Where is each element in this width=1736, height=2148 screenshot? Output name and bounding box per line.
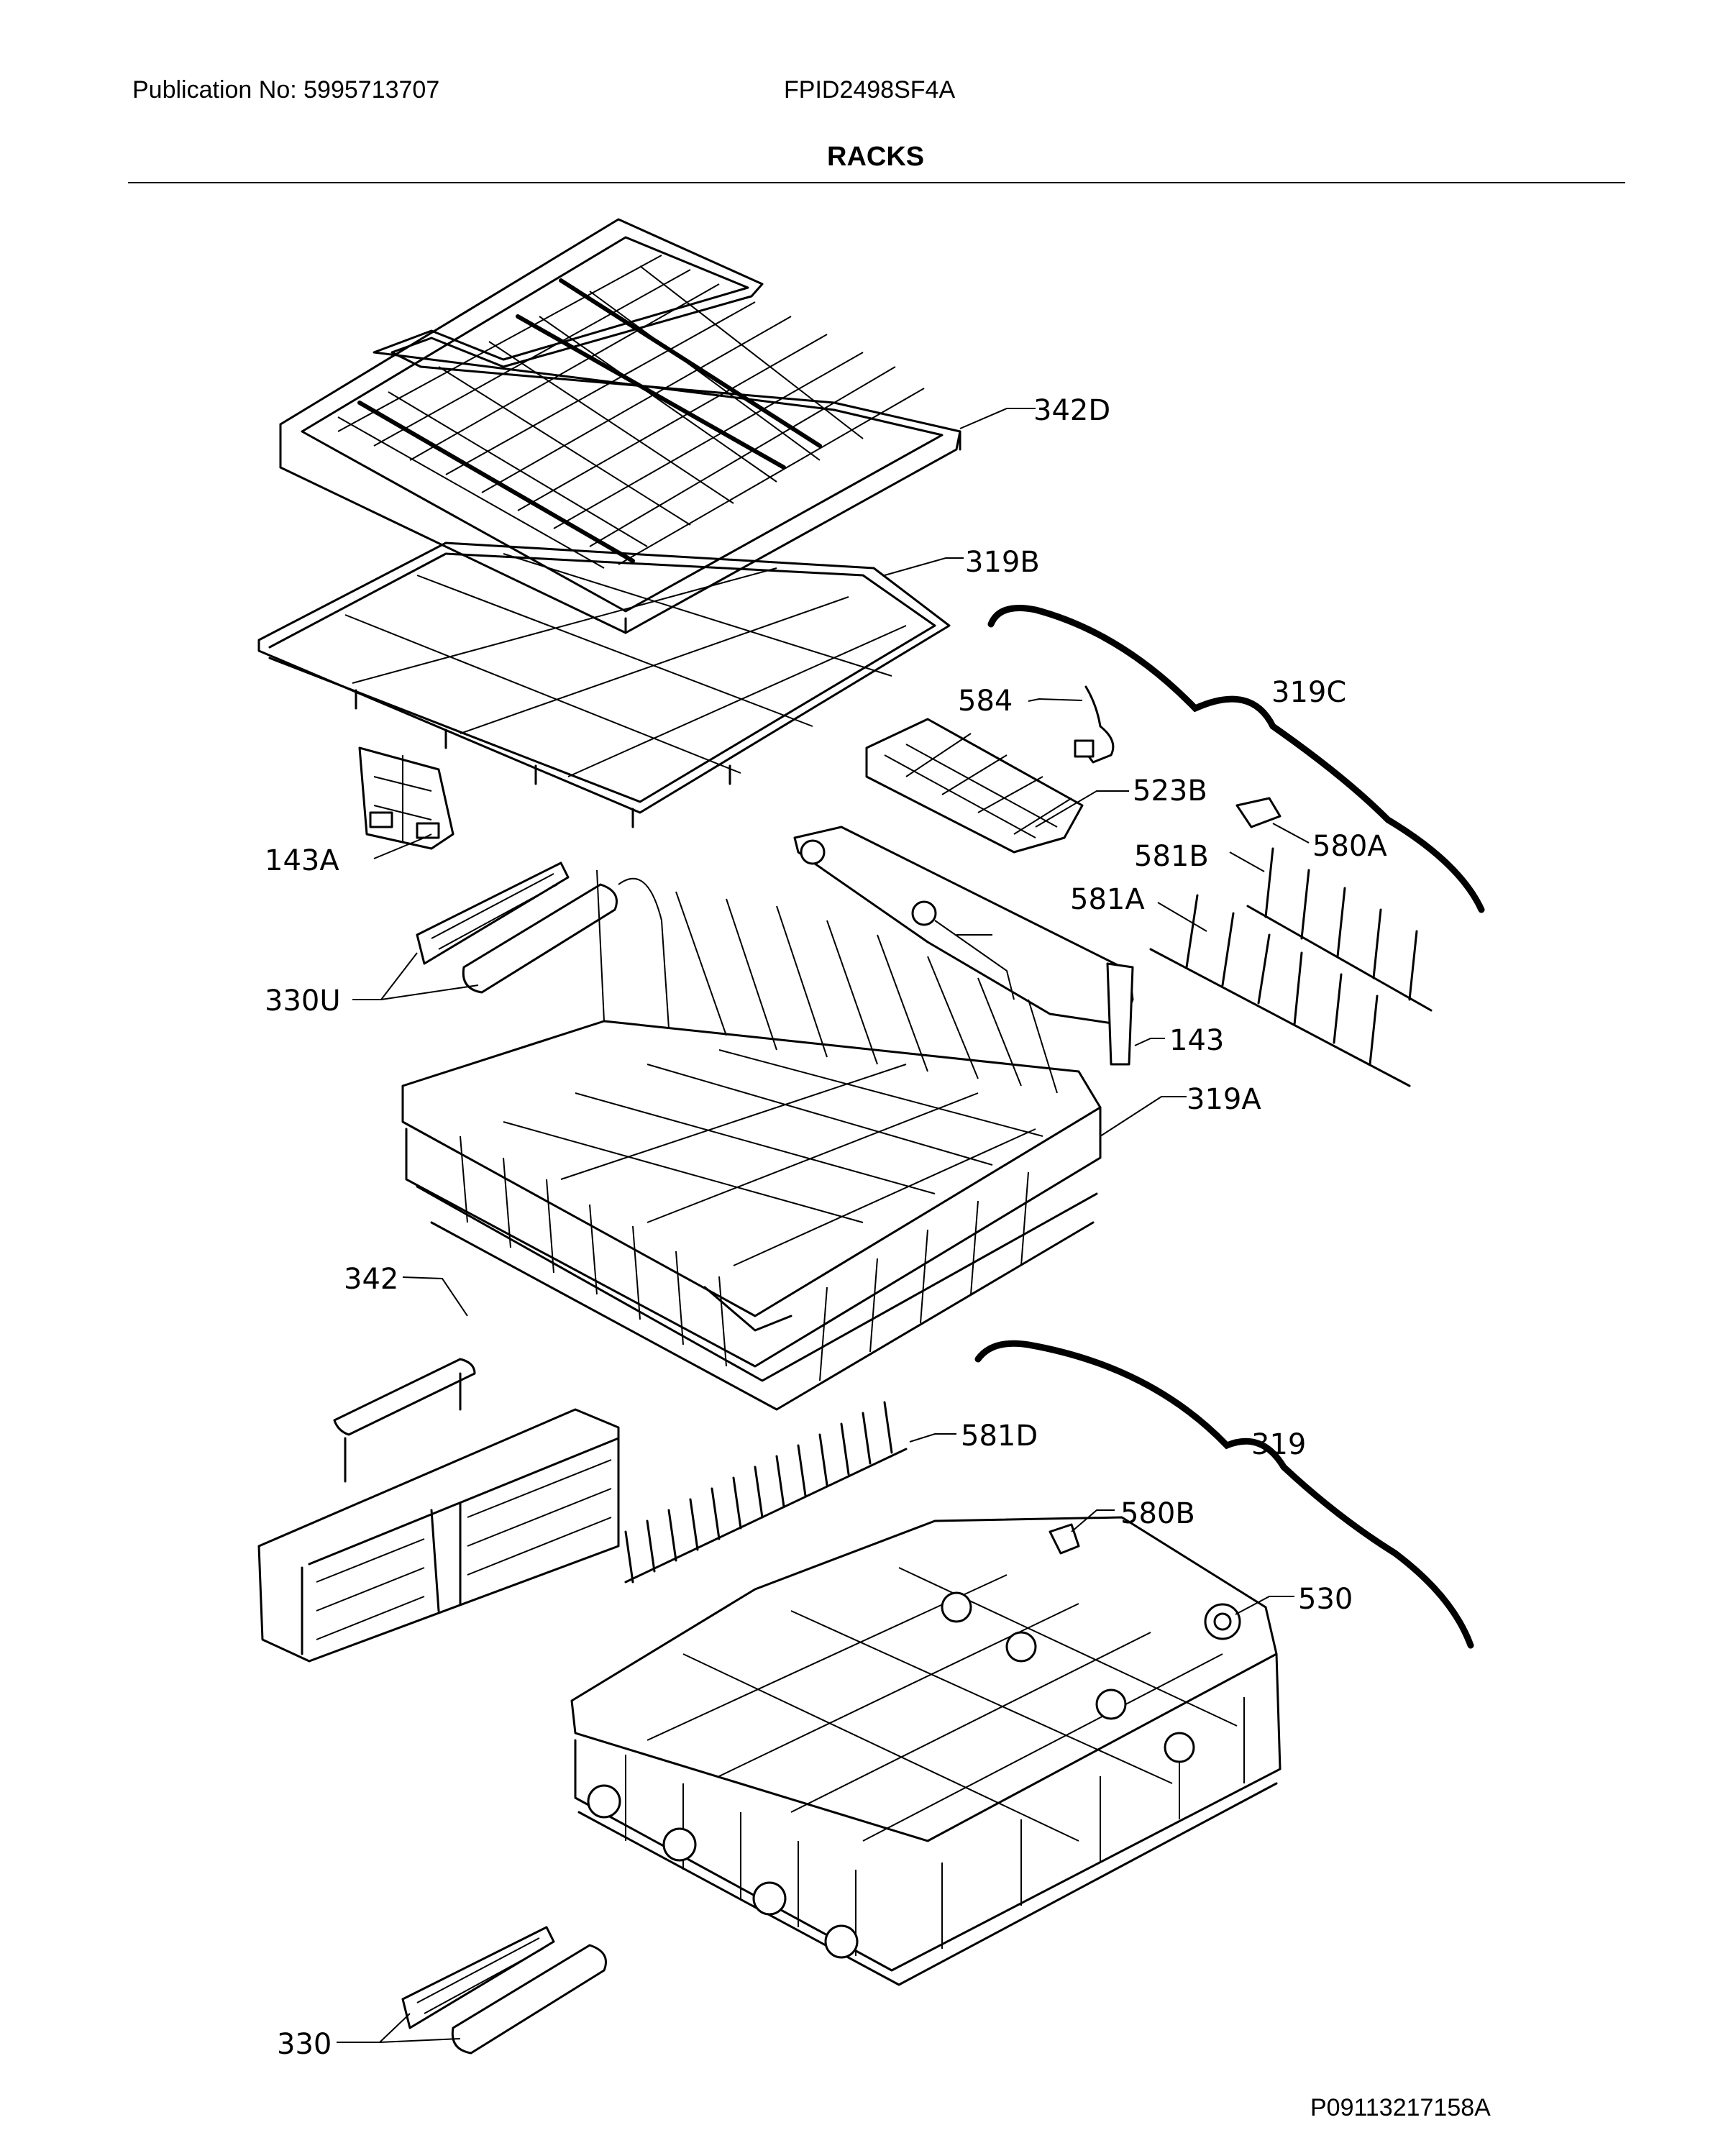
- callout-319C: 319C: [1271, 676, 1346, 709]
- model-number: FPID2498SF4A: [784, 76, 956, 104]
- assembly-brace-319: [974, 1340, 1474, 1649]
- callout-342D: 342D: [1033, 394, 1110, 427]
- third-rack-tray-part: [279, 218, 961, 634]
- page-title: RACKS: [827, 142, 925, 172]
- callout-319B: 319B: [965, 546, 1040, 579]
- leader-lines: [337, 408, 1310, 2043]
- callout-523B: 523B: [1133, 774, 1207, 808]
- lower-rack-handle-part: [401, 1926, 607, 2055]
- callout-330: 330: [277, 2028, 332, 2061]
- callout-143: 143: [1169, 1024, 1224, 1057]
- header-divider: [128, 182, 1625, 183]
- upper-rack-handle-part: [416, 862, 618, 994]
- silverware-basket-part: [257, 1358, 620, 1663]
- diagram-code: P09113217158A: [1310, 2094, 1491, 2121]
- callout-143A: 143A: [265, 844, 339, 877]
- upper-dish-basket-part: [401, 869, 1102, 1411]
- lower-rack-tines-part: [624, 1401, 908, 1583]
- callout-584: 584: [958, 685, 1013, 718]
- callout-580B: 580B: [1120, 1497, 1195, 1530]
- rack-bracket-part-143A: [358, 746, 454, 850]
- callout-581D: 581D: [961, 1420, 1038, 1453]
- rack-rail-bracket-part: [793, 826, 1134, 1066]
- callout-580A: 580A: [1312, 830, 1387, 863]
- cup-shelf-tines-part: [1149, 847, 1433, 1087]
- lower-dish-basket-part: [570, 1516, 1282, 1986]
- wheel-part-530: [1204, 1603, 1241, 1640]
- support-tray-part-523B: [865, 718, 1084, 854]
- callout-319A: 319A: [1187, 1083, 1261, 1116]
- clip-part-580A: [1235, 797, 1282, 828]
- upper-rack-frame-part: [257, 541, 951, 828]
- callout-530: 530: [1298, 1583, 1353, 1616]
- callout-319: 319: [1251, 1428, 1306, 1461]
- assembly-brace-319C: [987, 605, 1485, 913]
- callout-330U: 330U: [265, 984, 341, 1018]
- clip-part-584: [1074, 685, 1115, 764]
- publication-number: Publication No: 5995713707: [132, 76, 440, 104]
- callout-581B: 581B: [1134, 840, 1209, 873]
- callout-581A: 581A: [1070, 883, 1145, 916]
- callout-342: 342: [344, 1263, 398, 1296]
